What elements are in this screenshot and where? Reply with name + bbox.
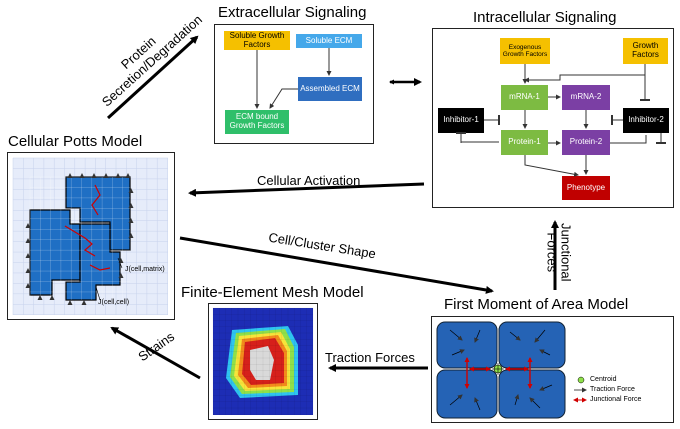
junctional-forces-label: Junctional Forces [544, 222, 573, 282]
inhibitor1-node: Inhibitor-1 [438, 108, 484, 133]
traction-force-arrow [449, 329, 463, 341]
legend-traction-label: Traction Force [590, 386, 635, 393]
traction-force-arrow [539, 384, 553, 391]
soluble-ecm-node: Soluble ECM [296, 34, 362, 48]
fma-cell-br [498, 369, 566, 419]
strains-arrow [110, 326, 201, 380]
traction-force-arrow [539, 349, 551, 356]
traction-force-arrow [474, 397, 481, 411]
j-cell-matrix-label: J(cell,matrix) [125, 266, 165, 273]
mrna2-node: mRNA-2 [562, 85, 610, 110]
intracellular-title: Intracellular Signaling [473, 9, 617, 26]
protein2-node: Protein-2 [562, 130, 610, 155]
cpm-title: Cellular Potts Model [8, 133, 143, 150]
fem-title: Finite-Element Mesh Model [181, 284, 364, 301]
j-cell-cell-label: J(cell,cell) [98, 299, 130, 306]
cpm-cell-right [65, 223, 121, 301]
cellular-activation-arrow [188, 182, 425, 197]
cell-cluster-shape-arrow [179, 236, 494, 294]
phenotype-node: Phenotype [562, 176, 610, 200]
cpm-red-path-1 [91, 184, 101, 216]
cellular-activation-label: Cellular Activation [257, 173, 361, 188]
intracellular-arrows [456, 64, 666, 177]
cpm-cell-top [65, 176, 131, 251]
traction-forces-label: Traction Forces [325, 350, 415, 365]
fem-ring-5 [250, 346, 274, 380]
traction-force-arrow [529, 397, 541, 409]
protein1-node: Protein-1 [501, 130, 548, 155]
traction-force-arrow [534, 329, 546, 343]
extracellular-arrows [254, 48, 332, 109]
fma-diagram [436, 321, 587, 419]
cpm-grid [12, 157, 168, 315]
inhibitor2-node: Inhibitor-2 [623, 108, 669, 133]
traction-force-arrow [451, 349, 465, 356]
fma-cell-tr [498, 321, 566, 369]
traction-force-arrow [514, 394, 520, 406]
junctional-forces-text: Junctional Forces [544, 223, 574, 282]
extracellular-title: Extracellular Signaling [218, 4, 367, 21]
protein-secretion-arrow [106, 35, 199, 120]
ecm-bound-gf-node: ECM bound Growth Factors [225, 110, 289, 134]
traction-force-arrow [474, 329, 481, 343]
legend-junctional-label: Junctional Force [590, 396, 642, 403]
soluble-growth-factors-node: Soluble Growth Factors [224, 31, 290, 50]
fma-title: First Moment of Area Model [444, 296, 629, 313]
cpm-red-path-2 [64, 225, 96, 257]
assembled-ecm-node: Assembled ECM [298, 77, 362, 101]
fem-heatmap [212, 307, 314, 415]
growth-factors-node: Growth Factors [623, 38, 668, 64]
traction-force-arrow [449, 394, 463, 406]
traction-force-arrow [509, 331, 521, 341]
exogenous-gf-node: Exogenous Growth Factors [500, 38, 550, 64]
legend-centroid-icon [577, 376, 585, 384]
cpm-red-path-3 [89, 264, 111, 271]
mrna1-node: mRNA-1 [501, 85, 548, 110]
legend-centroid-label: Centroid [590, 376, 617, 383]
